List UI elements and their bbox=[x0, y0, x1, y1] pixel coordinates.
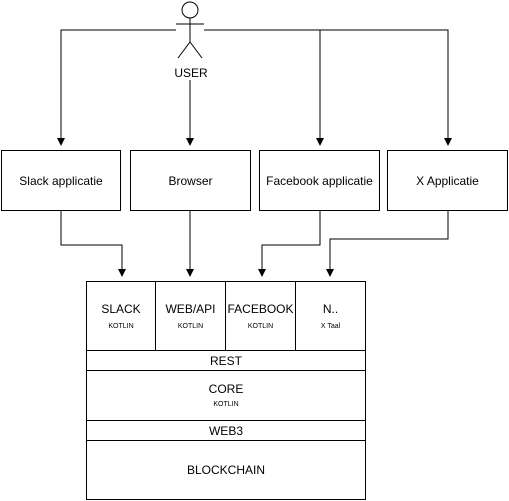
webapi-module[interactable]: WEB/API KOTLIN bbox=[155, 281, 226, 351]
webapi-module-title: WEB/API bbox=[165, 301, 216, 316]
facebook-module[interactable]: FACEBOOK KOTLIN bbox=[225, 281, 296, 351]
connector-user-facebook bbox=[204, 29, 324, 146]
x-app-label: X Applicatie bbox=[416, 173, 479, 188]
browser-label: Browser bbox=[168, 173, 213, 188]
connector-user-slack bbox=[57, 29, 176, 146]
webapi-module-lang: KOTLIN bbox=[177, 322, 204, 330]
facebook-module-lang: KOTLIN bbox=[247, 322, 274, 330]
blockchain-layer-label: BLOCKCHAIN bbox=[186, 463, 266, 477]
user-actor-icon bbox=[176, 1, 204, 59]
user-label: USER bbox=[174, 66, 208, 80]
web3-layer-label: WEB3 bbox=[208, 423, 243, 438]
x-app-box[interactable]: X Applicatie bbox=[387, 150, 508, 211]
connector-x-module bbox=[326, 211, 449, 277]
core-layer-lang: KOTLIN bbox=[213, 401, 239, 408]
n-module-lang: X Taal bbox=[320, 322, 341, 330]
facebook-app-label: Facebook applicatie bbox=[266, 173, 373, 188]
connector-facebook-module bbox=[258, 211, 321, 277]
web3-layer[interactable]: WEB3 bbox=[86, 420, 366, 441]
slack-module-title: SLACK bbox=[101, 301, 141, 316]
facebook-module-title: FACEBOOK bbox=[227, 301, 294, 316]
n-module-title: N.. bbox=[322, 301, 339, 316]
slack-module-lang: KOTLIN bbox=[108, 322, 134, 330]
blockchain-layer[interactable]: BLOCKCHAIN bbox=[86, 440, 366, 500]
slack-app-box[interactable]: Slack applicatie bbox=[1, 150, 121, 211]
slack-app-label: Slack applicatie bbox=[19, 173, 103, 188]
rest-layer-label: REST bbox=[209, 353, 242, 368]
facebook-app-box[interactable]: Facebook applicatie bbox=[259, 150, 380, 211]
core-layer[interactable]: CORE KOTLIN bbox=[86, 370, 366, 421]
slack-module[interactable]: SLACK KOTLIN bbox=[86, 281, 156, 351]
connector-user-x bbox=[204, 29, 452, 146]
core-layer-title: CORE bbox=[208, 382, 244, 396]
n-module[interactable]: N.. X Taal bbox=[295, 281, 366, 351]
browser-box[interactable]: Browser bbox=[130, 150, 251, 211]
connector-slack-module bbox=[60, 211, 126, 277]
rest-layer[interactable]: REST bbox=[86, 350, 366, 371]
